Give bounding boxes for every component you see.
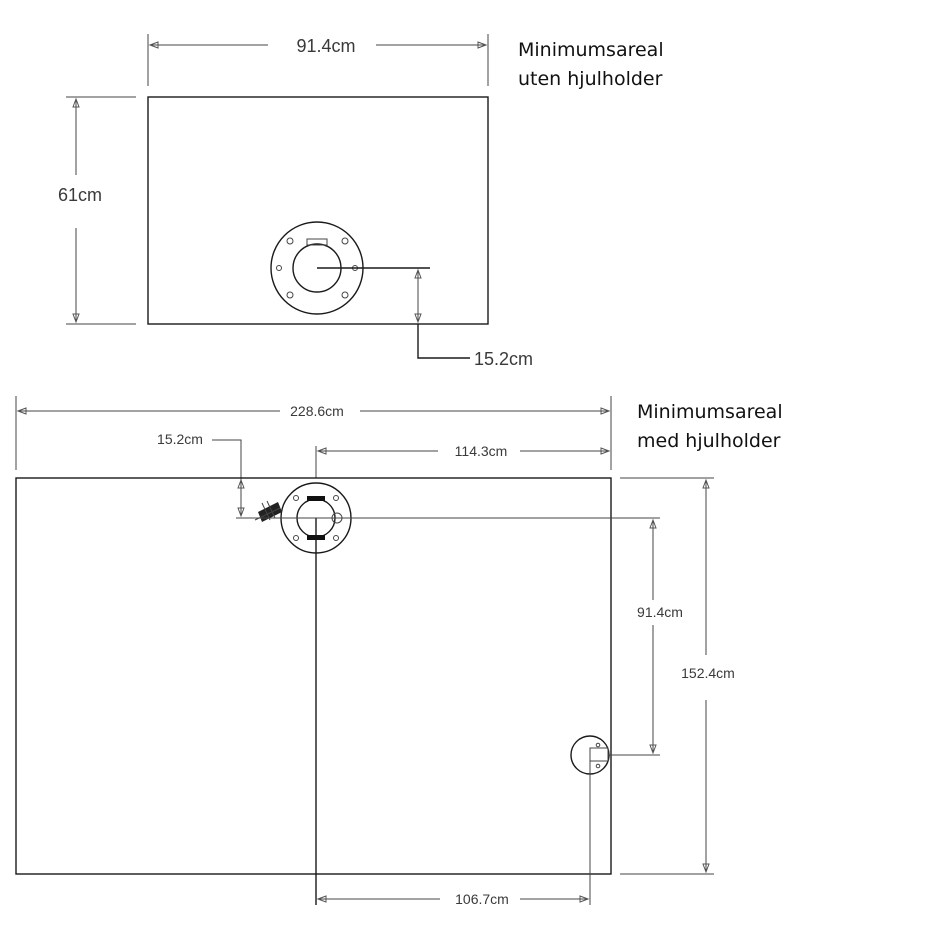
bottom-title-line1: Minimumsareal <box>637 401 783 423</box>
bolt-hole-icon <box>595 763 601 769</box>
bottom-spacing-label: 91.4cm <box>637 604 683 620</box>
top-offset-label: 15.2cm <box>474 349 533 369</box>
top-width-label: 91.4cm <box>296 36 355 56</box>
bolt-hole-icon <box>333 535 339 541</box>
bottom-center-edge-label: 114.3cm <box>455 443 508 459</box>
arrowhead <box>316 895 327 903</box>
bolt-hole-icon <box>595 742 601 748</box>
arrowhead <box>316 447 327 455</box>
arrowhead <box>649 744 657 755</box>
top-title-line1: Minimumsareal <box>518 39 664 61</box>
wheel-holder-bracket-icon <box>589 747 609 762</box>
bottom-total-height-label: 152.4cm <box>681 665 735 681</box>
bolt-hole-icon <box>333 495 339 501</box>
arrowhead <box>72 313 80 324</box>
arrowhead <box>477 41 488 49</box>
arrowhead <box>579 895 590 903</box>
mount-bracket-icon <box>307 535 325 540</box>
mount-bracket-icon <box>307 496 325 501</box>
arrowhead <box>600 407 611 415</box>
arrowhead <box>414 313 422 324</box>
bolt-hole-icon <box>286 291 294 299</box>
arrowhead <box>414 268 422 279</box>
leader-line <box>212 439 242 516</box>
arrowhead <box>148 41 159 49</box>
arrowhead <box>72 97 80 108</box>
arrowhead <box>649 518 657 529</box>
hose-reel-icon <box>254 500 282 522</box>
bottom-offset-label: 15.2cm <box>157 431 203 447</box>
arrowhead <box>237 507 245 518</box>
bolt-hole-icon <box>341 237 349 245</box>
bolt-hole-icon <box>341 291 349 299</box>
top-title-line2: uten hjulholder <box>518 68 663 90</box>
bolt-hole-icon <box>286 237 294 245</box>
bottom-area-rectangle <box>15 477 612 875</box>
top-height-label: 61cm <box>58 185 102 205</box>
bolt-hole-icon <box>293 495 299 501</box>
arrowhead <box>702 863 710 874</box>
top-area-rectangle <box>147 96 489 325</box>
bolt-hole-icon <box>293 535 299 541</box>
bolt-hole-icon <box>276 265 282 271</box>
bottom-view: 228.6cm 114.3cm 15.2cm <box>15 396 783 907</box>
leader-line <box>417 324 470 359</box>
bottom-total-width-label: 228.6cm <box>290 403 344 419</box>
bottom-title-line2: med hjulholder <box>637 430 781 452</box>
arrowhead <box>237 478 245 489</box>
arrowhead <box>16 407 27 415</box>
arrowhead <box>702 478 710 489</box>
bottom-bottom-label: 106.7cm <box>455 891 509 907</box>
mount-bracket-icon <box>306 238 328 246</box>
arrowhead <box>600 447 611 455</box>
top-view: 91.4cm 61cm 15.2cm Minimumsareal uten hj… <box>58 34 664 369</box>
